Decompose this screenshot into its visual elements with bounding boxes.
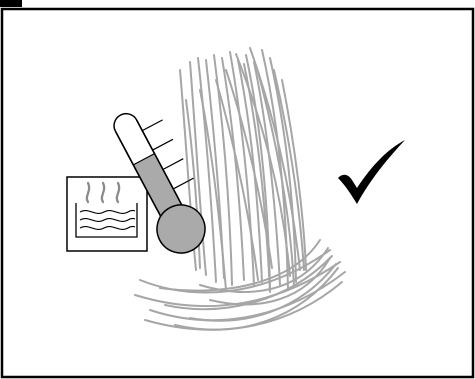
corner-tab	[0, 0, 22, 7]
hair-strand	[140, 250, 330, 292]
hair-strand	[150, 272, 345, 320]
water-bath-icon	[67, 177, 147, 251]
checkmark-icon	[338, 140, 405, 204]
